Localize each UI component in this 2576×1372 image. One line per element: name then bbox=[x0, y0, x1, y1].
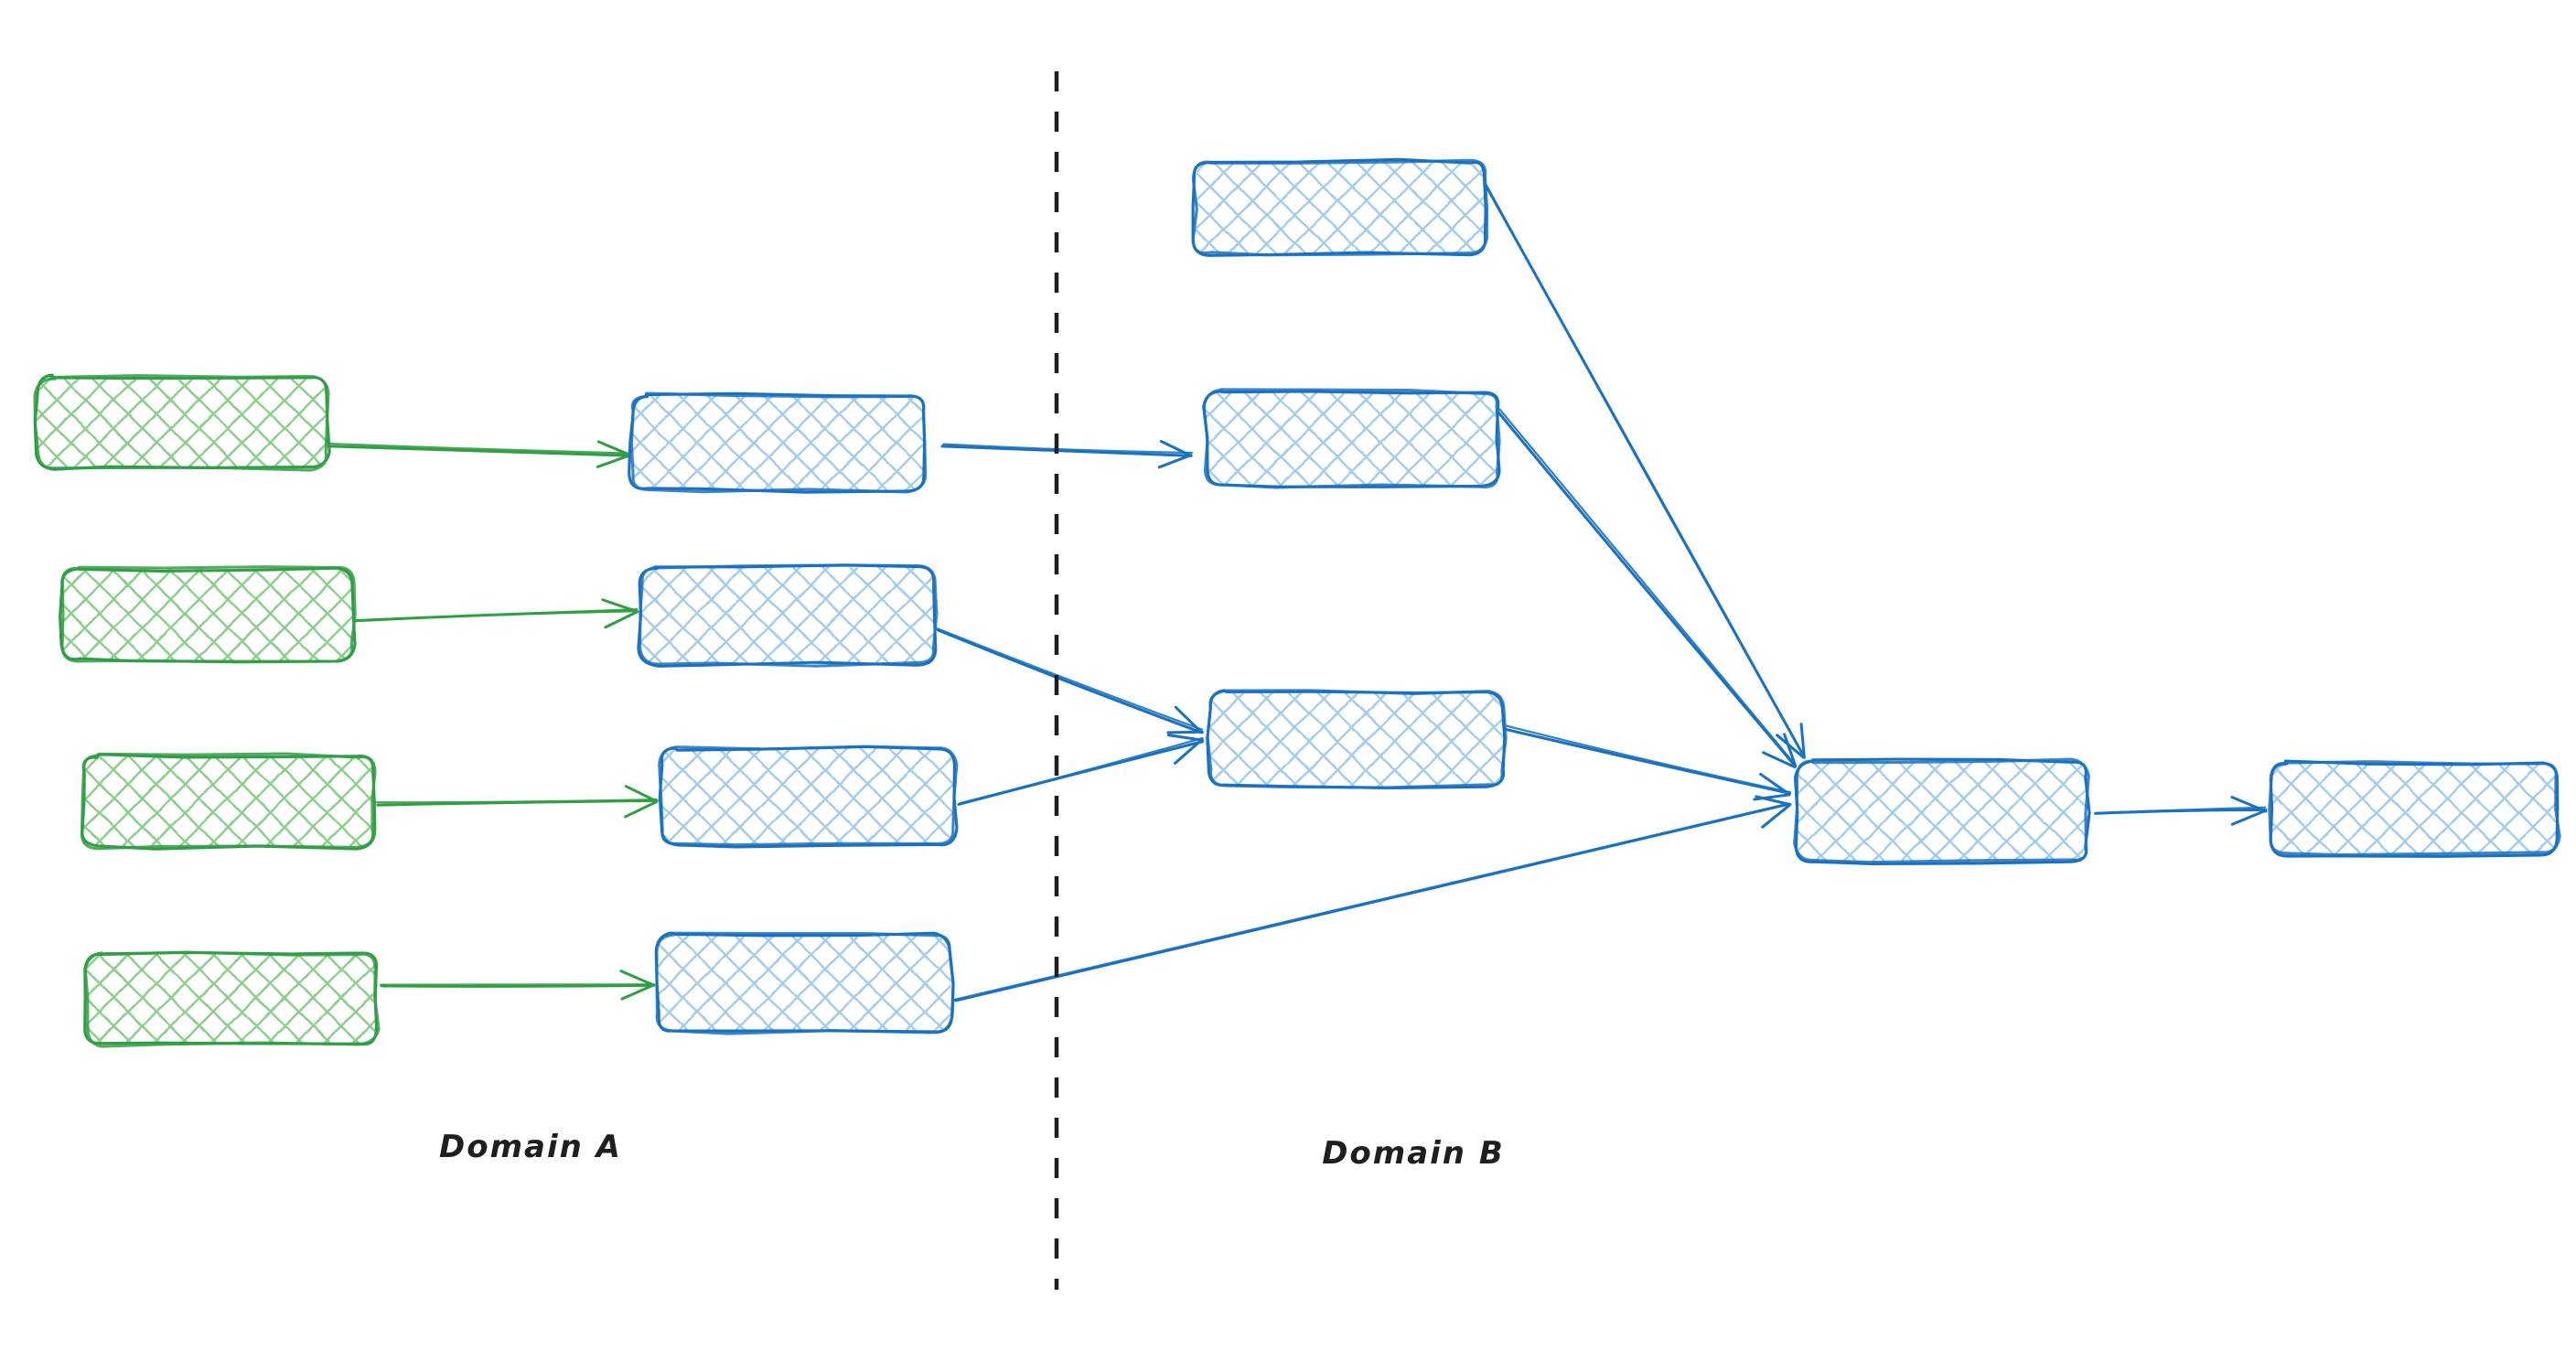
edge-shaft bbox=[953, 802, 1790, 1001]
edge-e-b4[interactable] bbox=[953, 795, 1792, 1002]
edge-shaft bbox=[325, 442, 631, 455]
node-outline bbox=[639, 563, 939, 668]
node-b-hub[interactable] bbox=[1793, 757, 2091, 865]
node-outline bbox=[629, 391, 928, 494]
node-fill bbox=[1797, 761, 2088, 862]
node-a-proc-1[interactable] bbox=[628, 391, 928, 494]
nodes-layer bbox=[33, 157, 2561, 1048]
edge-shaft bbox=[1485, 184, 1805, 757]
node-fill bbox=[660, 748, 955, 845]
node-outline bbox=[658, 745, 959, 847]
node-outline bbox=[1191, 158, 1489, 257]
edge-e-b3[interactable] bbox=[957, 734, 1205, 806]
edge-shaft bbox=[1497, 411, 1797, 767]
node-fill bbox=[1209, 691, 1504, 787]
edge-e-out[interactable] bbox=[2094, 795, 2268, 826]
edge-e-a2[interactable] bbox=[353, 598, 639, 629]
edge-shaft bbox=[353, 607, 639, 622]
edge-e-b5[interactable] bbox=[1485, 184, 1806, 759]
edge-shaft bbox=[942, 443, 1193, 455]
node-outline bbox=[1793, 757, 2090, 864]
edges-layer bbox=[324, 184, 2268, 1002]
node-b-node-3[interactable] bbox=[1206, 689, 1508, 790]
edge-e-b7[interactable] bbox=[1504, 724, 1792, 801]
edge-arrowhead bbox=[1776, 734, 1806, 759]
node-outline bbox=[1202, 388, 1501, 489]
node-outline bbox=[1206, 689, 1508, 789]
node-b-node-1[interactable] bbox=[1191, 157, 1489, 257]
edge-shaft bbox=[1506, 724, 1791, 794]
edge-shaft bbox=[936, 627, 1204, 731]
edge-arrowhead bbox=[1157, 454, 1193, 469]
edge-arrowhead bbox=[604, 610, 639, 629]
node-b-out[interactable] bbox=[2268, 759, 2561, 858]
node-fill bbox=[82, 756, 373, 847]
edge-e-b2[interactable] bbox=[936, 627, 1204, 734]
edge-shaft bbox=[374, 798, 658, 804]
node-outline bbox=[60, 565, 357, 664]
edge-shaft bbox=[940, 445, 1193, 457]
edge-arrowhead bbox=[1761, 803, 1792, 829]
edge-e-b1[interactable] bbox=[940, 440, 1193, 469]
node-fill bbox=[2270, 763, 2558, 854]
edge-e-b6[interactable] bbox=[1497, 408, 1798, 769]
edge-arrowhead bbox=[1783, 733, 1798, 767]
edge-arrowhead bbox=[1166, 730, 1204, 734]
edge-e-a3[interactable] bbox=[374, 785, 659, 819]
edge-arrowhead bbox=[1174, 738, 1203, 765]
edge-arrowhead bbox=[1799, 723, 1806, 759]
node-outline bbox=[83, 950, 381, 1048]
edge-shaft bbox=[1504, 727, 1792, 795]
edge-arrowhead bbox=[624, 800, 658, 819]
node-a-proc-4[interactable] bbox=[654, 931, 955, 1035]
node-outline bbox=[80, 752, 377, 851]
node-outline bbox=[2268, 760, 2561, 857]
label-domain-b: Domain B bbox=[1322, 1135, 1505, 1172]
edge-shaft bbox=[380, 983, 655, 988]
edge-arrowhead bbox=[1759, 772, 1791, 796]
edge-arrowhead bbox=[1753, 793, 1791, 801]
edge-shaft bbox=[1498, 408, 1797, 766]
node-a-proc-3[interactable] bbox=[658, 745, 959, 849]
node-fill bbox=[657, 935, 951, 1032]
edge-shaft bbox=[936, 628, 1204, 734]
node-fill bbox=[640, 567, 935, 664]
label-domain-a: Domain A bbox=[439, 1129, 622, 1165]
edge-arrowhead bbox=[596, 454, 632, 468]
edge-shaft bbox=[324, 445, 631, 457]
node-fill bbox=[37, 377, 327, 468]
node-outline bbox=[33, 374, 330, 472]
node-fill bbox=[1206, 391, 1498, 487]
node-fill bbox=[631, 395, 924, 490]
node-a-proc-2[interactable] bbox=[637, 563, 939, 668]
edge-arrowhead bbox=[2230, 795, 2268, 813]
edge-arrowhead bbox=[596, 440, 631, 456]
node-a-src-2[interactable] bbox=[59, 565, 357, 664]
edge-e-a4[interactable] bbox=[380, 970, 656, 1001]
edge-arrowhead bbox=[1762, 751, 1797, 769]
edge-arrowhead bbox=[1174, 705, 1203, 734]
node-a-src-3[interactable] bbox=[80, 752, 377, 851]
edge-arrowhead bbox=[620, 983, 655, 1001]
node-fill bbox=[62, 569, 353, 660]
edge-arrowhead bbox=[601, 598, 638, 613]
edge-arrowhead bbox=[2230, 809, 2266, 826]
edge-arrowhead bbox=[1159, 440, 1192, 457]
edge-shaft bbox=[959, 736, 1204, 805]
node-outline bbox=[655, 931, 955, 1035]
edge-arrowhead bbox=[619, 970, 656, 987]
node-fill bbox=[1195, 161, 1486, 254]
edge-e-a1[interactable] bbox=[324, 440, 632, 468]
node-a-src-4[interactable] bbox=[83, 950, 381, 1048]
node-a-src-1[interactable] bbox=[33, 373, 331, 472]
edge-shaft bbox=[2094, 806, 2267, 814]
node-b-node-2[interactable] bbox=[1202, 388, 1501, 489]
edge-arrowhead bbox=[624, 785, 659, 803]
node-fill bbox=[86, 953, 377, 1045]
edge-arrowhead bbox=[1166, 734, 1204, 742]
labels-layer: Domain A Domain B bbox=[439, 1129, 1505, 1172]
